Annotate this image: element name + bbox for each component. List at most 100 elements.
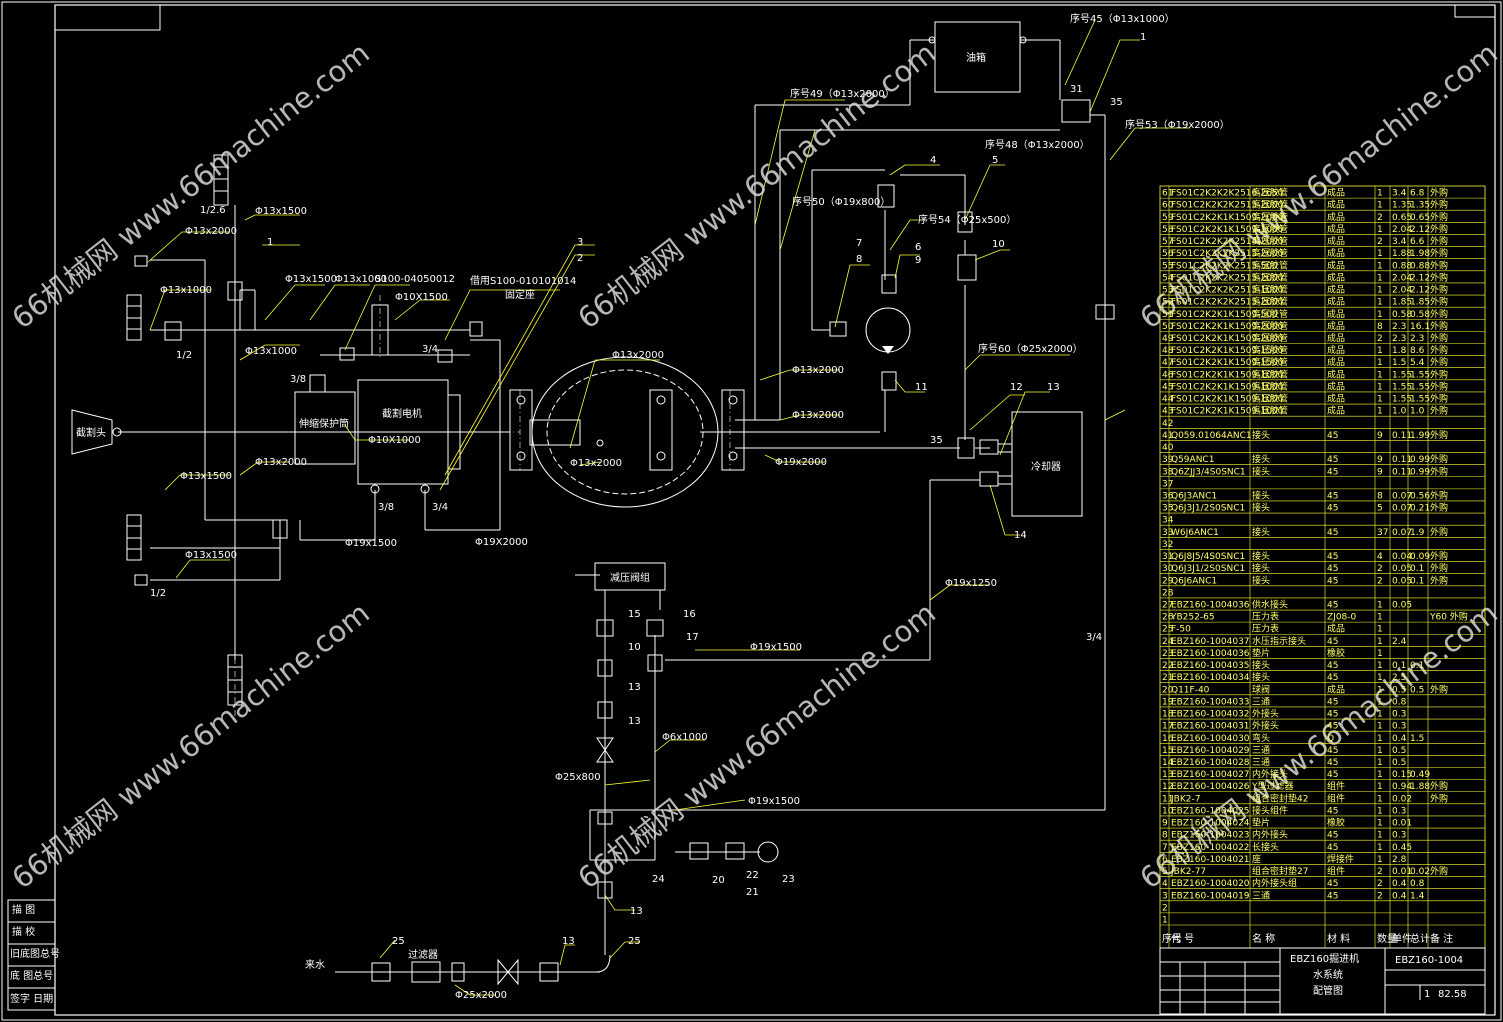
bom-cell: 0.45 [1392, 843, 1412, 853]
bom-cell: 高压胶管 [1252, 296, 1288, 308]
bom-cell: 37 [1377, 528, 1388, 538]
bom-cell: 15 [1162, 746, 1173, 756]
svg-text:13: 13 [1047, 382, 1060, 393]
bom-cell: 外购 [1430, 502, 1448, 514]
bom-cell: 1 [1377, 794, 1383, 804]
pipe-label: Φ13x1500 [180, 471, 232, 482]
watermark: 66机械网 www.66machine.com [571, 36, 941, 336]
bom-cell: 36 [1162, 491, 1174, 501]
bom-cell: 1.85 [1392, 298, 1412, 308]
bom-cell: 45 [1327, 770, 1338, 780]
stamp-row-1: 描 图 [12, 903, 35, 916]
bom-cell: FS01C2K2K2K2515-2000 [1171, 298, 1284, 308]
bom-cell: 32 [1162, 540, 1173, 550]
bom-cell: 0.5 [1392, 685, 1406, 695]
inner-frame [54, 4, 1496, 1016]
bom-cell: FS01C2K2K1K1509-1500 [1171, 358, 1284, 368]
svg-text:20: 20 [712, 875, 725, 886]
bom-cell: 25 [1162, 625, 1173, 635]
bom-cell: 供水接头 [1252, 599, 1288, 611]
bom-cell: FS01C2K2K1K1509-1000 [1171, 382, 1284, 392]
bom-cell: 1 [1377, 201, 1383, 211]
bom-cell: 0.04 [1392, 552, 1412, 562]
bom-cell: 5 [1377, 504, 1383, 514]
bom-cell: 30 [1162, 564, 1174, 574]
bom-cell: 外购 [1430, 368, 1448, 380]
bom-cell: 0.1 [1410, 576, 1424, 586]
bom-cell: 0.09 [1410, 552, 1430, 562]
bom-cell: 16.1 [1410, 322, 1430, 332]
bom-cell: 48 [1162, 346, 1174, 356]
bom-cell: 1.5 [1410, 734, 1424, 744]
svg-text:7: 7 [856, 238, 862, 249]
cooler: 冷却器 [957, 411, 1083, 517]
bom-cell: 2 [1377, 334, 1383, 344]
bom-cell: EBZ160-1004032 [1171, 710, 1250, 720]
bom-cell: 成品 [1327, 247, 1345, 259]
svg-text:4: 4 [930, 155, 936, 166]
bom-cell: 1 [1377, 273, 1383, 283]
bom-cell: 外购 [1430, 211, 1448, 223]
bom-cell: 外购 [1430, 393, 1448, 405]
bom-cell: 接头组件 [1252, 804, 1288, 816]
seq-label: 序号60（Φ25x2000） [978, 342, 1083, 355]
bom-cell: 外购 [1430, 780, 1448, 792]
motor-label: 截割电机 [382, 407, 422, 420]
bom-cell: Q6ZJJ3/4S0SNC1 [1171, 467, 1246, 477]
bom-cell: 20 [1162, 685, 1174, 695]
sheet-number: 1 [1424, 989, 1430, 1000]
bom-cell: 45 [1327, 504, 1338, 514]
pipe-label: Φ13x1500 [185, 550, 237, 561]
svg-text:13: 13 [628, 716, 641, 727]
bom-cell: 接头 [1252, 526, 1270, 538]
bom-cell: 1 [1377, 661, 1383, 671]
inlet-line: 来水 过滤器 [305, 948, 611, 986]
bom-cell: 弯头 [1252, 732, 1270, 744]
svg-text:35: 35 [930, 435, 943, 446]
seq-label: 序号54（Φ25x500） [918, 213, 1016, 226]
bom-cell: 三通 [1252, 890, 1270, 901]
svg-text:13: 13 [628, 682, 641, 693]
bom-cell: 11 [1162, 794, 1173, 804]
fitting-label: 1/2.6 [200, 205, 226, 216]
pipe-label: Φ13x2000 [255, 457, 307, 468]
fitting-label: 1/2 [176, 350, 192, 361]
pipe-label: Φ13x2000 [570, 458, 622, 469]
bom-cell: 接头 [1252, 502, 1270, 514]
seq-label: 序号50（Φ19x800） [792, 195, 890, 208]
bom-cell: 0.4 [1392, 734, 1407, 744]
bom-cell: 外购 [1430, 465, 1448, 477]
bom-header-cell: 序号 [1162, 932, 1182, 945]
bom-cell: FS01C2K2K2K2515-2000 [1171, 201, 1284, 211]
bom-cell: 外购 [1430, 344, 1448, 356]
oil-tank-label: 油箱 [966, 51, 986, 64]
bom-cell: 28 [1162, 588, 1174, 598]
bom-cell: EBZ160-1004024 [1171, 819, 1250, 829]
bom-cell: 高压胶管 [1252, 271, 1288, 283]
oil-tank: 油箱 [928, 21, 1027, 93]
bom-cell: 0.5 [1392, 758, 1406, 768]
bom-cell: 外购 [1430, 332, 1448, 344]
drawing-code: EBZ160-1004 [1395, 955, 1463, 966]
bom-cell: 1.88 [1392, 249, 1412, 259]
bom-cell: FS01C2K2K1K1509-1000 [1171, 370, 1284, 380]
bom-cell: 0.4 [1392, 879, 1407, 889]
pipe-label: Φ13x1500 [255, 206, 307, 217]
bom-cell: 成品 [1327, 623, 1345, 635]
bom-cell: Q59ANC1 [1171, 455, 1214, 465]
bom-cell: 成品 [1327, 259, 1345, 271]
bom-cell: 45 [1327, 697, 1338, 707]
svg-text:11: 11 [915, 382, 928, 393]
bom-cell: 53 [1162, 286, 1173, 296]
bom-cell: 高压胶管 [1252, 187, 1288, 199]
pipe-label: Φ19x1500 [750, 642, 802, 653]
bom-cell: 座 [1252, 853, 1261, 865]
watermark: 66机械网 www.66machine.com [5, 596, 375, 896]
bom-cell: 1.55 [1410, 370, 1430, 380]
bom-cell: 1 [1377, 831, 1383, 841]
bom-cell: 9 [1377, 467, 1383, 477]
pipe-label: Φ13x2000 [792, 410, 844, 421]
reducer-valve-group: 减压阀组 [594, 562, 779, 899]
bom-cell: 0.07 [1392, 528, 1412, 538]
